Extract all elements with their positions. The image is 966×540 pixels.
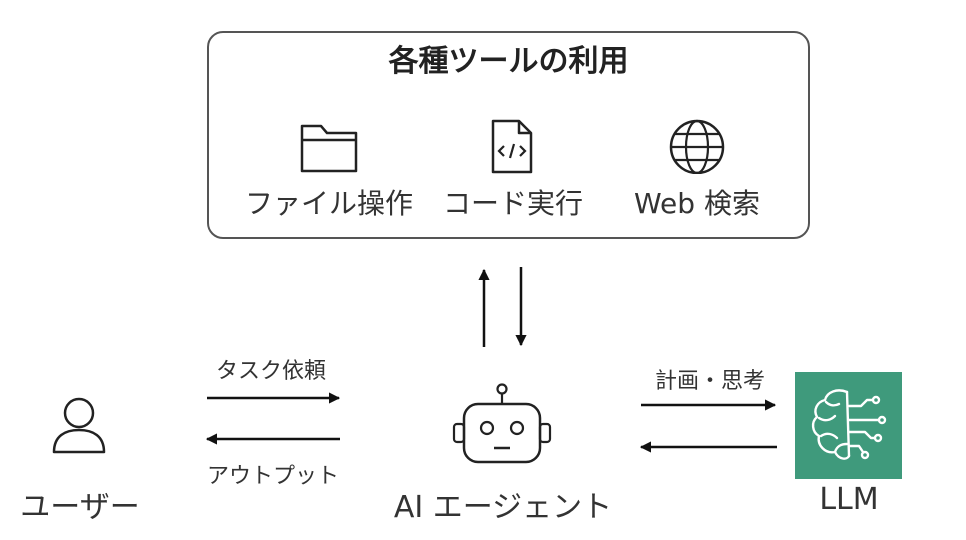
llm-label: LLM bbox=[819, 482, 879, 517]
robot-icon bbox=[452, 383, 552, 464]
agent-label: AI エージェント bbox=[393, 490, 613, 525]
tool-code-execution: コード実行 bbox=[413, 118, 613, 222]
tool-file-operation: ファイル操作 bbox=[229, 118, 429, 222]
edge-label-plan-think: 計画・思考 bbox=[654, 369, 765, 394]
tool-file-operation-label: ファイル操作 bbox=[244, 187, 413, 220]
tools-container bbox=[207, 31, 810, 239]
folder-icon bbox=[300, 124, 358, 173]
tools-title: 各種ツールの利用 bbox=[388, 44, 629, 79]
edge-label-task-request: タスク依頼 bbox=[215, 359, 326, 384]
edge-label-output: アウトプット bbox=[206, 464, 339, 489]
tool-web-search-label: Web 検索 bbox=[634, 187, 760, 220]
brain-circuit-icon bbox=[795, 372, 902, 479]
tool-code-execution-label: コード実行 bbox=[442, 187, 583, 220]
tool-web-search: Web 検索 bbox=[597, 118, 797, 222]
code-file-icon bbox=[491, 119, 533, 174]
globe-icon bbox=[669, 119, 725, 174]
user-icon bbox=[52, 397, 106, 454]
user-label: ユーザー bbox=[20, 490, 140, 525]
